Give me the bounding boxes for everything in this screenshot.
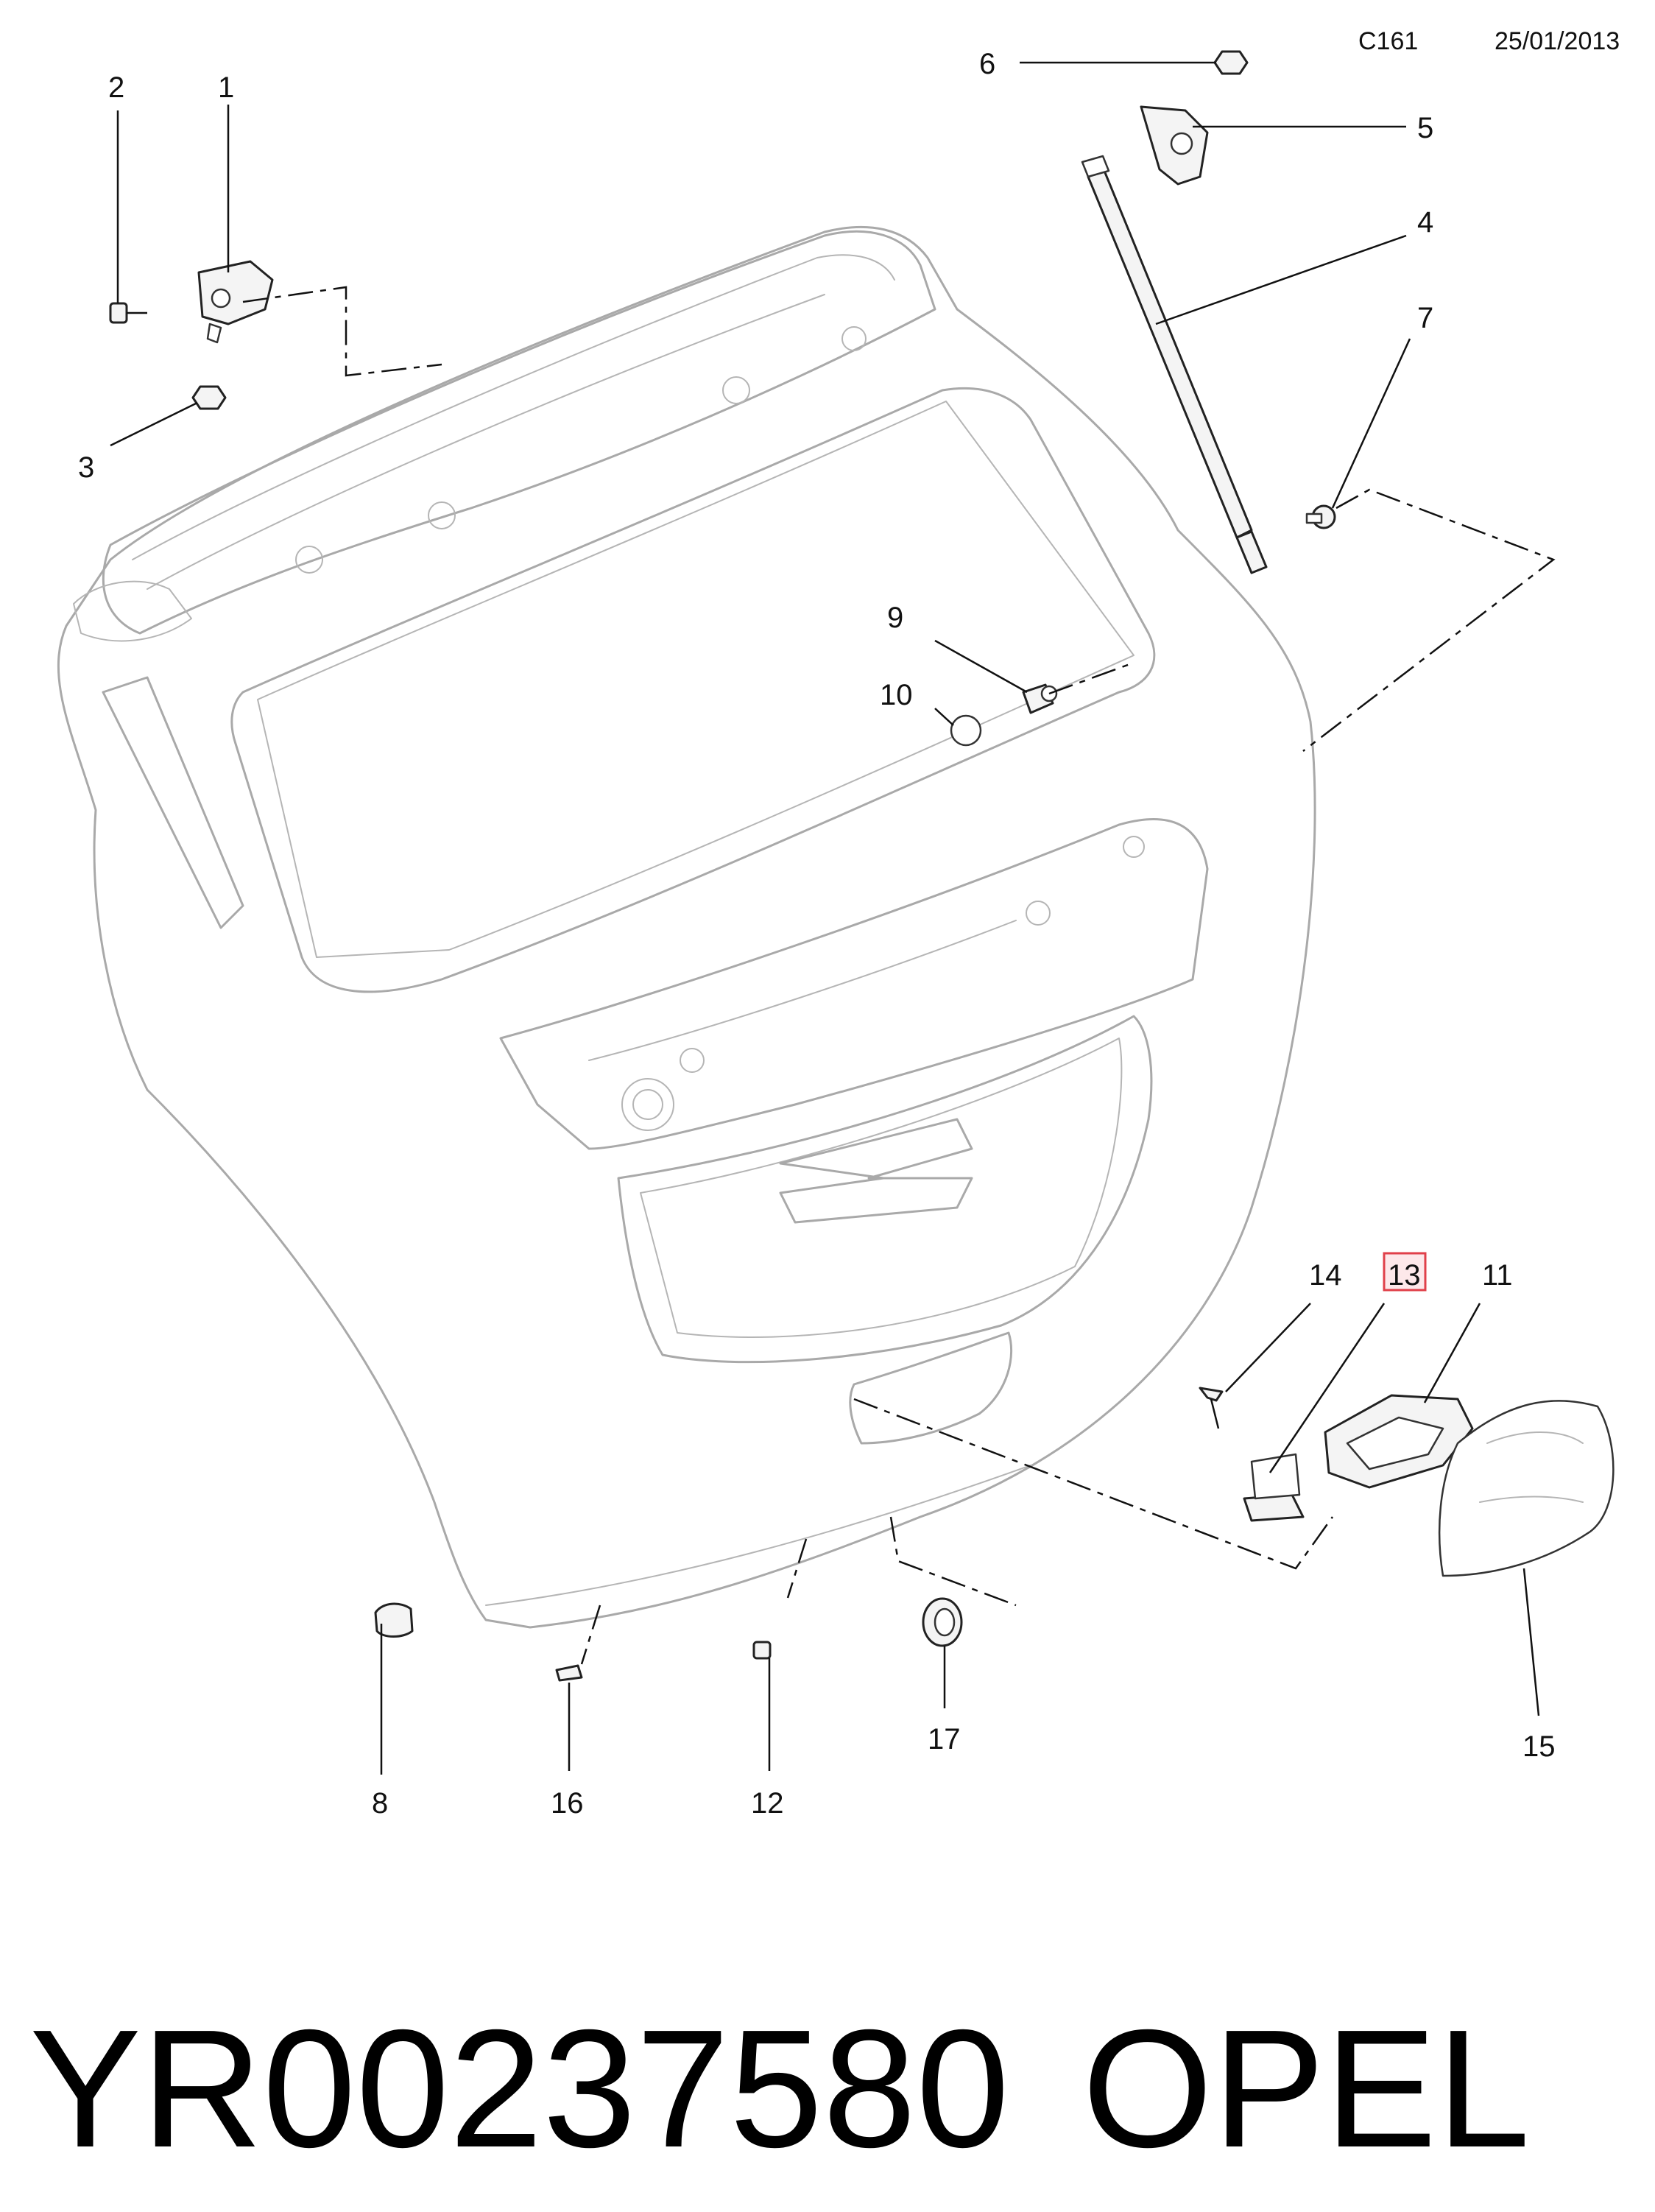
part-strut-bracket xyxy=(1140,105,1209,186)
part-rubber-bumper xyxy=(374,1602,414,1638)
callout-3: 3 xyxy=(78,451,94,484)
callout-9: 9 xyxy=(887,602,903,634)
part-screw xyxy=(1199,1387,1224,1429)
part-nut-upper xyxy=(1213,50,1249,75)
part-latch xyxy=(1243,1394,1474,1522)
callout-7: 7 xyxy=(1417,302,1433,334)
callout-12: 12 xyxy=(751,1787,784,1820)
part-bolt-lower xyxy=(752,1641,772,1660)
part-hinge xyxy=(197,260,274,344)
diagram-code: C161 xyxy=(1358,27,1418,55)
assembly-lines xyxy=(242,286,1556,1665)
part-latch-cover xyxy=(1438,1400,1615,1577)
part-gas-strut xyxy=(1081,155,1268,574)
callout-15: 15 xyxy=(1522,1730,1556,1763)
callout-13-highlight xyxy=(1383,1252,1427,1292)
callout-2: 2 xyxy=(108,71,124,104)
leader-lines xyxy=(110,61,1540,1775)
callout-13: 13 xyxy=(1388,1259,1421,1292)
part-nozzle xyxy=(1022,683,1058,714)
callout-17: 17 xyxy=(928,1723,961,1755)
callout-4: 4 xyxy=(1417,206,1433,239)
callout-8: 8 xyxy=(372,1787,388,1820)
callout-14: 14 xyxy=(1309,1259,1342,1292)
part-number-caption: YR00237580 xyxy=(29,1996,1009,2183)
callout-labels: 1 2 3 6 5 4 7 9 10 14 13 11 15 17 8 16 1… xyxy=(78,48,1556,1820)
part-nut xyxy=(191,385,227,410)
part-ball-stud xyxy=(1305,504,1336,529)
part-bolt xyxy=(109,302,147,324)
callout-10: 10 xyxy=(880,679,913,711)
part-clip xyxy=(555,1664,583,1682)
callout-16: 16 xyxy=(551,1787,584,1820)
tailgate-illustration xyxy=(57,225,1316,1629)
brand-caption: OPEL xyxy=(1082,1996,1530,2183)
callout-11: 11 xyxy=(1482,1259,1513,1292)
part-grommet xyxy=(922,1597,963,1647)
part-cap xyxy=(950,714,982,747)
callout-5: 5 xyxy=(1417,112,1433,144)
diagram-date: 25/01/2013 xyxy=(1495,27,1620,55)
callout-1: 1 xyxy=(218,71,234,104)
callout-6: 6 xyxy=(979,48,995,80)
